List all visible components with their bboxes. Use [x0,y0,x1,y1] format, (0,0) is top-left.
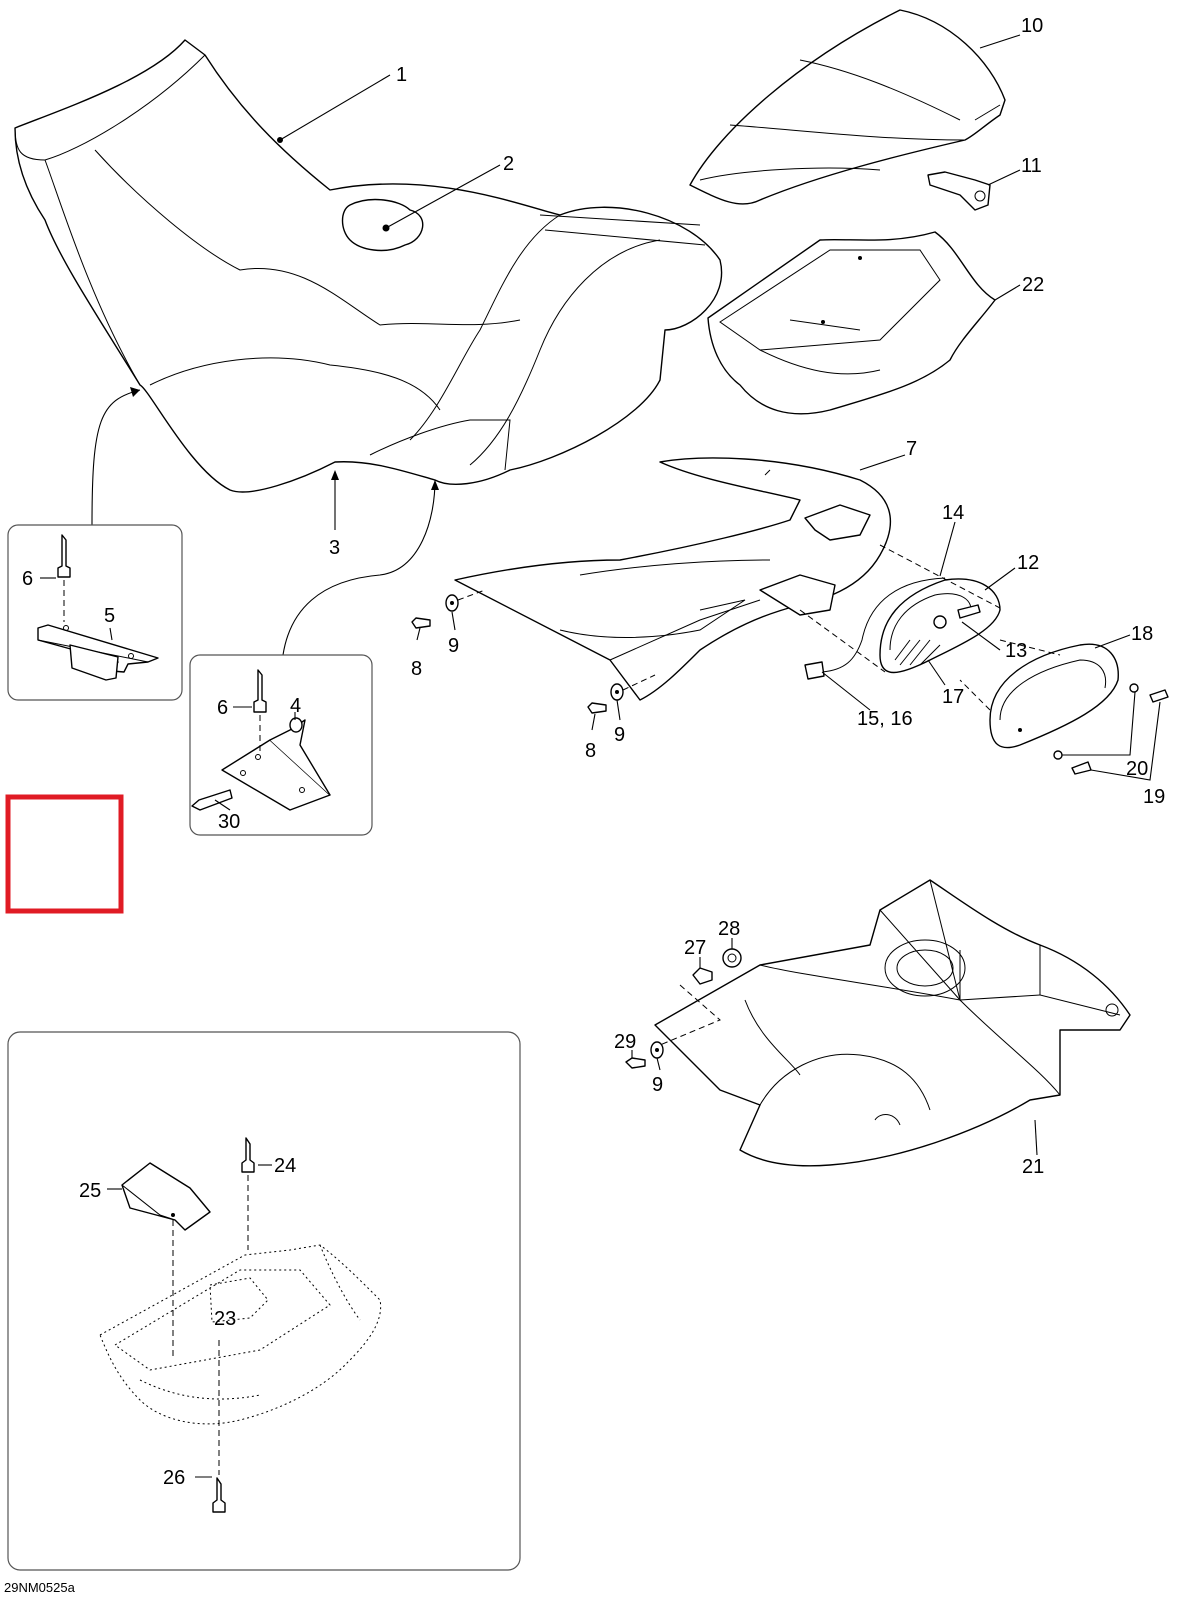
callout-24: 24 [274,1155,296,1177]
callout-29: 29 [614,1031,636,1053]
callout-12: 12 [1017,552,1039,574]
reference-code: 29NM0525a [4,1580,76,1595]
detail-inset-b [189,654,373,836]
callout-22: 22 [1022,274,1044,296]
highlight-box [5,794,124,914]
callout-10: 10 [1021,15,1043,37]
callout-6b: 6 [217,697,228,719]
detail-inset-c [7,1031,521,1571]
callout-9a: 9 [448,635,459,657]
callout-2: 2 [503,153,514,175]
callout-4: 4 [290,695,301,717]
storage-tray-part [707,231,996,415]
seat-part [14,39,723,493]
screw-part [411,594,624,714]
rear-cover-part [689,9,1006,205]
under-tray-part [99,1137,382,1513]
callout-11: 11 [1021,155,1042,177]
callout-20: 20 [1126,758,1148,780]
taillight-part [804,577,1169,775]
callout-8b: 8 [585,740,596,762]
callout-3: 3 [329,537,340,559]
callout-30: 30 [218,811,240,833]
latch-part [927,171,991,211]
fastener-part [625,948,742,1069]
callout-21: 21 [1022,1156,1044,1178]
callout-19: 19 [1143,786,1165,808]
callout-17: 17 [942,686,964,708]
callout-9c: 9 [652,1074,663,1096]
callout-27: 27 [684,937,706,959]
callout-26: 26 [163,1467,185,1489]
bracket-part [37,534,159,681]
detail-inset-a [7,524,183,701]
side-panel-part [454,457,892,701]
callout-25: 25 [79,1180,101,1202]
callout-9b: 9 [614,724,625,746]
callout-28: 28 [718,918,740,940]
rear-cowl-part [654,879,1131,1167]
callout-13: 13 [1005,640,1027,662]
bracket-part [191,669,331,811]
callout-15-16: 15, 16 [857,708,913,730]
callout-18: 18 [1131,623,1153,645]
callout-1: 1 [396,64,407,86]
callout-5: 5 [104,605,115,627]
callout-7: 7 [906,438,917,460]
callout-23: 23 [214,1308,236,1330]
callout-6a: 6 [22,568,33,590]
callout-8a: 8 [411,658,422,680]
callout-14: 14 [942,502,964,524]
